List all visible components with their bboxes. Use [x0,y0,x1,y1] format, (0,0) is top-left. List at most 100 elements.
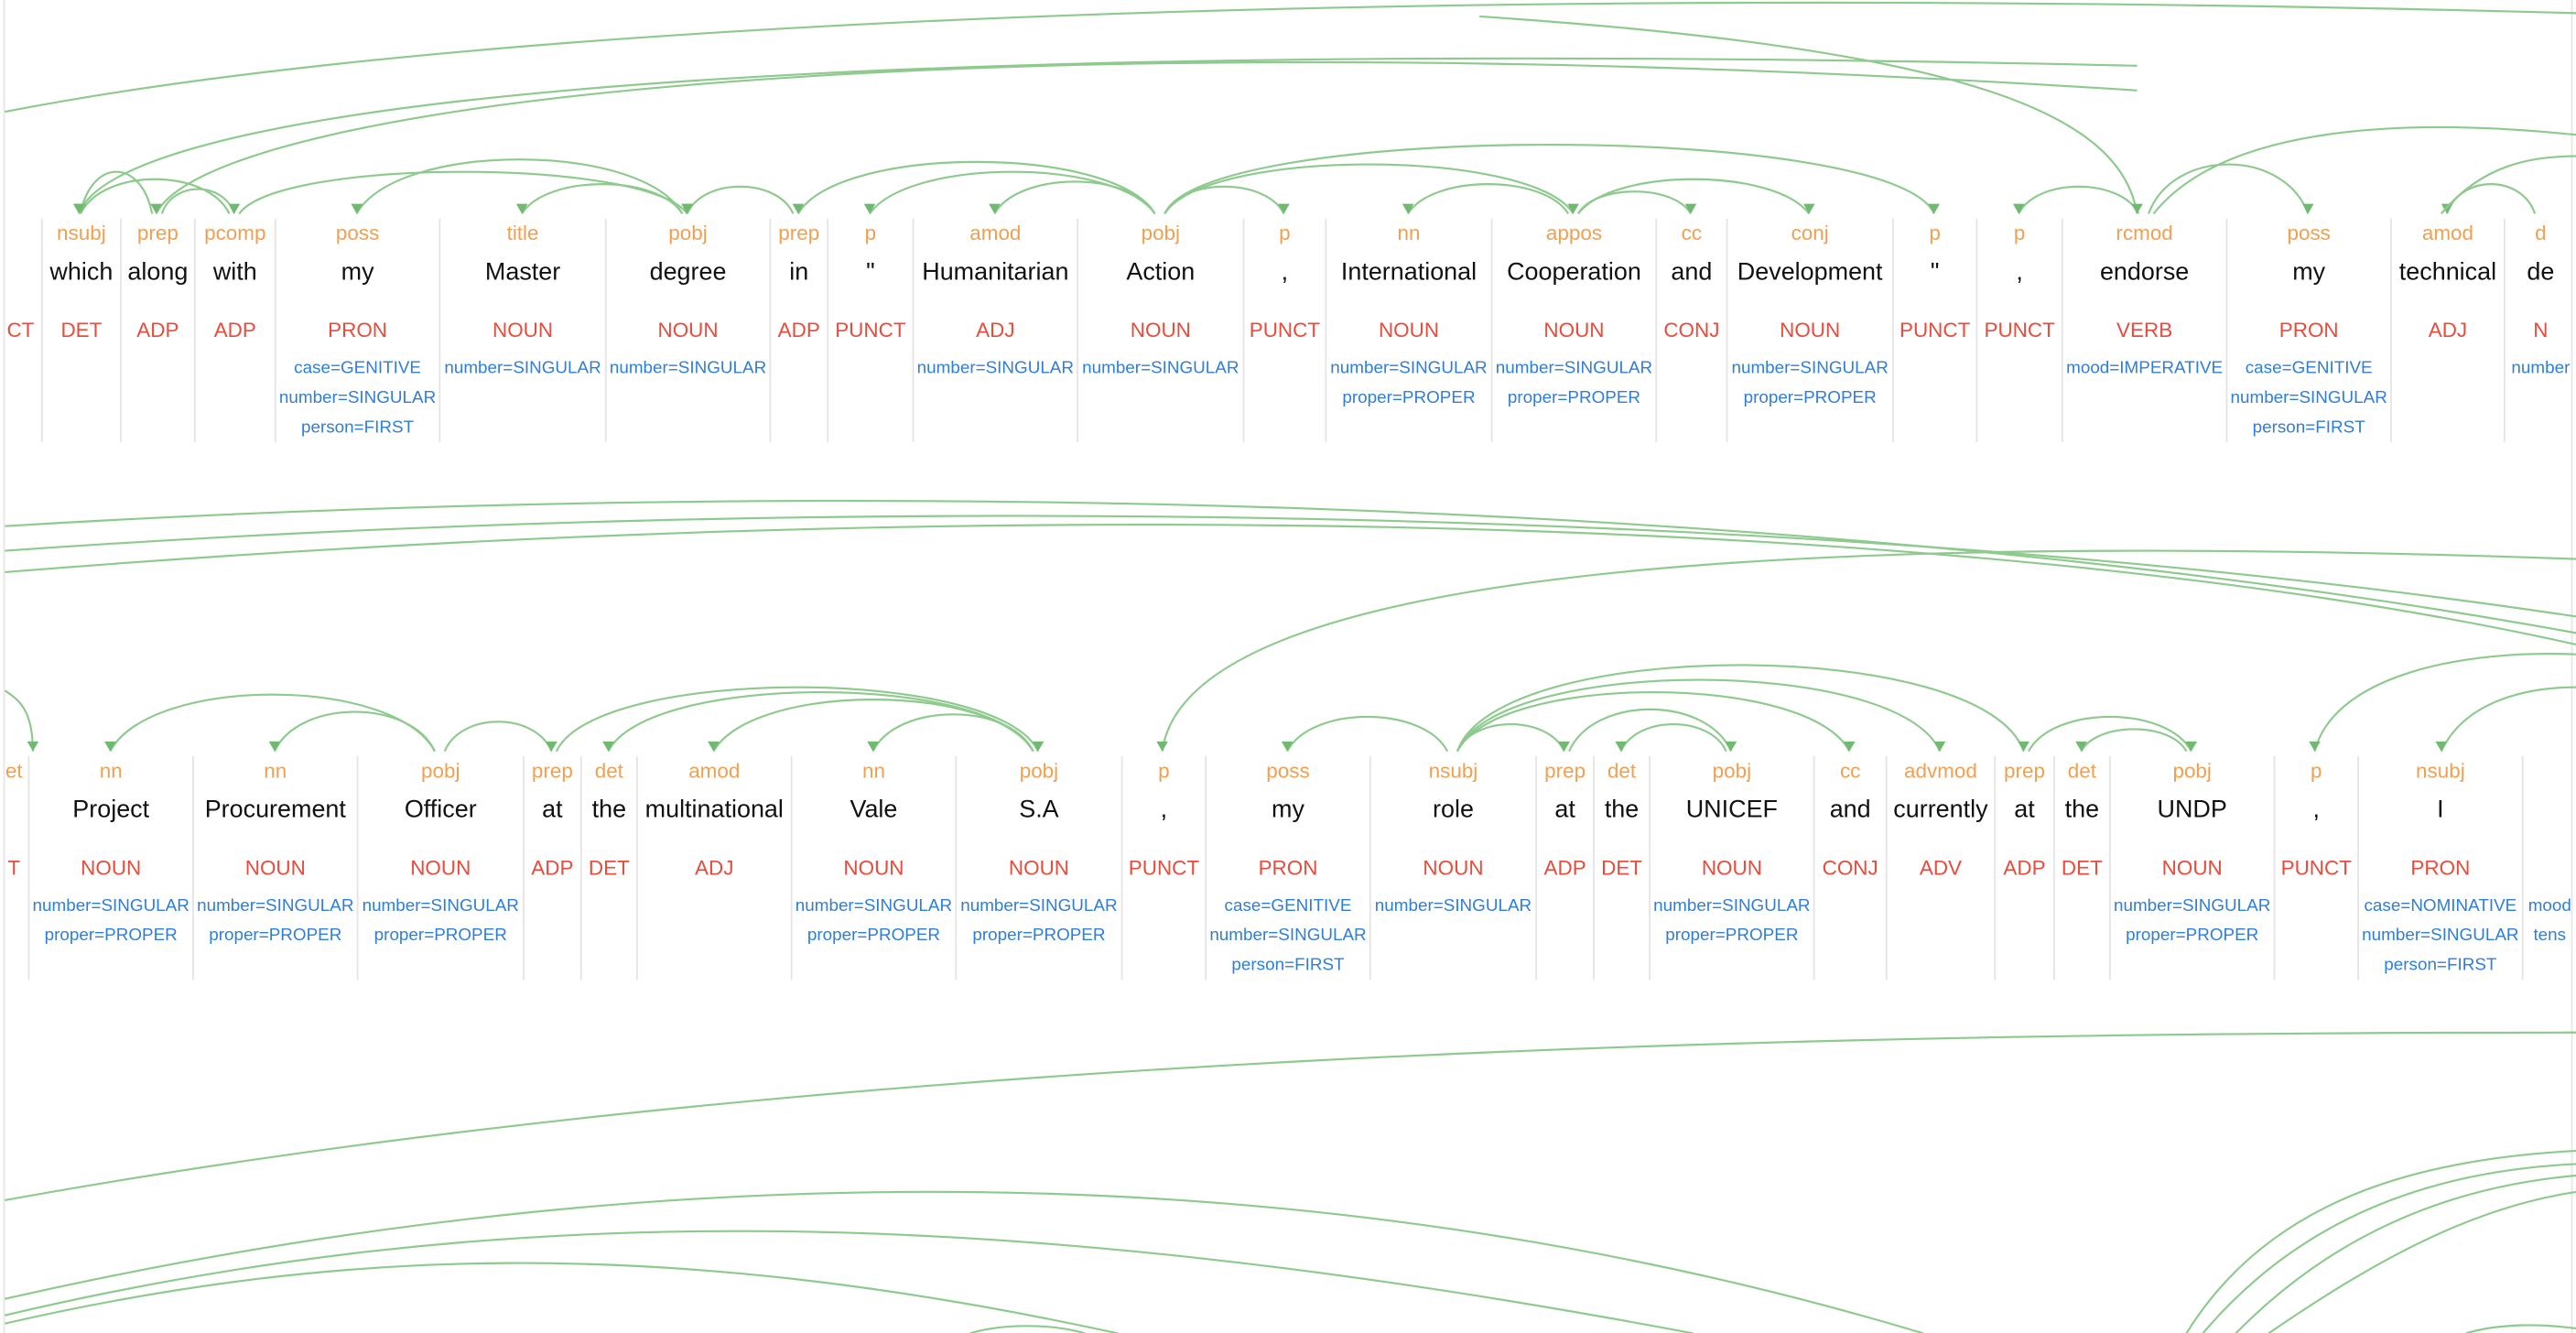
token-word: UNICEF [1685,796,1779,824]
arc-arrowhead [228,203,241,214]
morphology-feature: person=FIRST [2384,955,2497,975]
dependency-arc [160,188,235,214]
token[interactable]: p,PUNCT [2273,756,2358,981]
arc-arrowhead [2131,203,2143,214]
dependency-label: nn [264,759,287,783]
token[interactable]: p,PUNCT [1242,218,1326,443]
token[interactable]: p,PUNCT [1975,218,2062,443]
token[interactable]: p"PUNCT [827,218,912,443]
dependency-label: nn [1397,222,1421,245]
dependency-label: rcmod [2116,222,2173,245]
dependency-arc [686,185,795,214]
morphology-feature: person=FIRST [1231,955,1345,975]
morphology-feature: number=SINGULAR [916,358,1075,379]
arc-arrowhead [546,741,557,752]
dependency-label: pobj [1019,759,1059,783]
morphology-feature: proper=PROPER [209,926,342,946]
morphology-feature: case=NOMINATIVE [2364,895,2517,916]
part-of-speech-tag: NOUN [1008,856,1069,880]
token[interactable]: p"PUNCT [1891,218,1976,443]
morphology-feature: number=SINGULAR [32,895,189,916]
part-of-speech-tag: NOUN [1543,319,1605,342]
morphology-features: number=SINGULAR [1371,891,1536,920]
dependency-arc-long [4,689,34,752]
token-word: and [1829,796,1871,824]
arc-arrowhead [1802,203,1815,214]
arc-arrowhead [351,203,363,214]
morphology-features: number [2506,353,2576,383]
token[interactable]: CT [0,219,41,442]
arc-arrowhead [863,203,876,214]
token-word: " [1930,257,1940,287]
arc-arrowhead [1933,741,1946,752]
morphology-feature: number=SINGULAR [795,895,953,916]
dependency-label: conj [1791,222,1829,245]
token[interactable]: p,PUNCT [1120,756,1206,981]
morphology-feature: number=SINGULAR [1495,358,1653,379]
dependency-arc [1407,183,1570,215]
dependency-label: nsubj [2416,759,2465,783]
morphology-feature: number=SINGULAR [2114,895,2271,916]
arc-arrowhead [1278,203,1290,214]
dependency-arc-long [2152,125,2576,215]
arc-arrowhead [2435,741,2448,752]
dependency-label: prep [778,222,820,245]
part-of-speech-tag: ADJ [976,319,1015,342]
dependency-label: cc [1681,222,1703,245]
part-of-speech-tag: ADP [2003,856,2046,880]
arc-arrowhead [792,203,805,214]
dependency-label: nsubj [57,222,106,245]
arc-arrowhead [1615,741,1627,752]
morphology-features: number=SINGULAR [440,353,605,383]
dependency-arc-long [969,1325,1086,1333]
arc-arrowhead [104,741,116,752]
token-word: de [2527,257,2555,287]
part-of-speech-tag: PUNCT [1128,856,1200,880]
part-of-speech-tag: NOUN [1130,319,1191,342]
dependency-arc-long [1479,15,2138,214]
part-of-speech-tag: PUNCT [835,319,906,342]
